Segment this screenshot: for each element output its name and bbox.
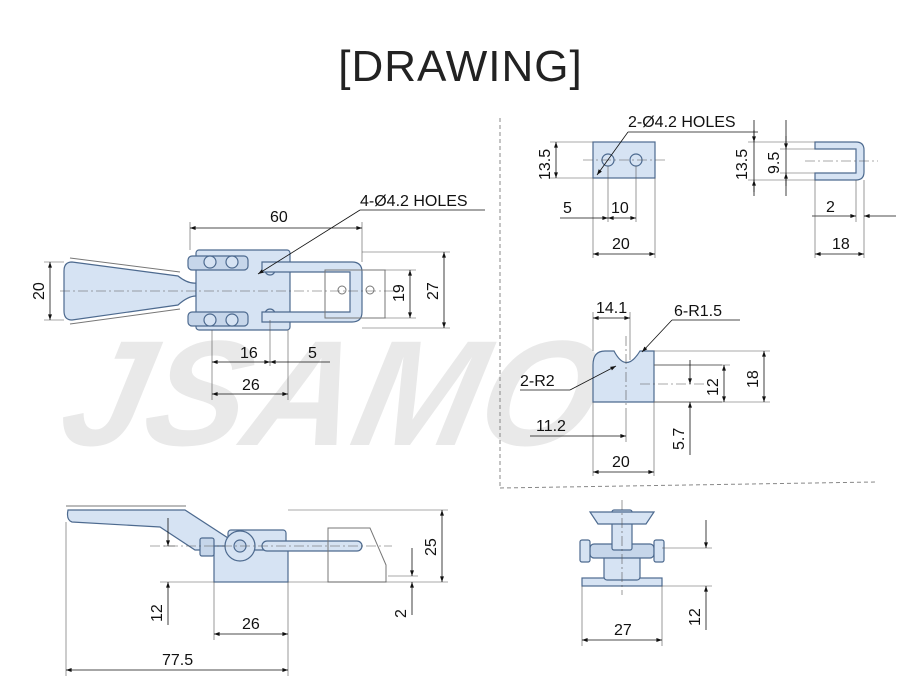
- note-6-r1-5: 6-R1.5: [674, 303, 722, 320]
- dim-2: 2: [393, 609, 410, 618]
- dim-13-5: 13.5: [734, 149, 751, 180]
- dim-26: 26: [242, 616, 260, 633]
- dim-9-5: 9.5: [766, 152, 783, 174]
- dim-77-5: 77.5: [162, 652, 193, 669]
- dim-18: 18: [832, 236, 850, 253]
- hook-view: 13.5 9.5 2 18: [734, 120, 896, 258]
- dim-20: 20: [612, 236, 630, 253]
- end-view: 12 27: [579, 500, 712, 646]
- top-catch-outline: [324, 269, 386, 319]
- side-view: 25 2 12 26 77.5: [65, 505, 448, 676]
- dim-12: 12: [705, 378, 722, 396]
- dim-19: 19: [391, 284, 408, 302]
- dim-27: 27: [614, 622, 632, 639]
- top-nut: [225, 255, 239, 269]
- dim-11-2: 11.2: [536, 418, 566, 435]
- dim-5: 5: [563, 200, 572, 217]
- dim-16: 16: [240, 345, 258, 362]
- dim-5-7: 5.7: [671, 428, 688, 450]
- end-nut-right: [653, 539, 665, 563]
- catch-side-body: [592, 350, 655, 403]
- dim-20: 20: [31, 282, 48, 300]
- side-catch-outline: [327, 527, 387, 583]
- dim-12: 12: [149, 604, 166, 622]
- dim-27: 27: [425, 282, 442, 300]
- note-2-holes: 2-Ø4.2 HOLES: [628, 114, 736, 131]
- dim-12: 12: [687, 608, 704, 626]
- drawing-title: [DRAWING]: [338, 42, 583, 91]
- top-view: 60 4-Ø4.2 HOLES 20 19 27 16 5 26: [31, 193, 485, 400]
- top-nut: [203, 255, 217, 269]
- top-nut: [203, 313, 217, 327]
- note-4-holes: 4-Ø4.2 HOLES: [360, 193, 468, 210]
- dim-25: 25: [423, 538, 440, 556]
- side-nut: [199, 537, 215, 557]
- catch-side-view: 14.1 6-R1.5 2-R2 11.2 20 12 18 5.7: [520, 300, 770, 476]
- top-handle-outline: [69, 257, 181, 325]
- top-nut: [225, 313, 239, 327]
- note-2-r2: 2-R2: [520, 373, 555, 390]
- dim-60: 60: [270, 209, 288, 226]
- dim-18: 18: [745, 370, 762, 388]
- dim-26: 26: [242, 377, 260, 394]
- dim-20: 20: [612, 454, 630, 471]
- dim-5: 5: [308, 345, 317, 362]
- watermark: JSAMO: [48, 311, 617, 478]
- top-catch-hole: [365, 285, 375, 295]
- top-pin-lower: [187, 311, 249, 327]
- dim-13-5: 13.5: [537, 149, 554, 180]
- top-hook-loop: [261, 261, 363, 323]
- separator-horizontal: [499, 481, 876, 489]
- dim-2: 2: [826, 199, 835, 216]
- top-handle: [63, 261, 197, 321]
- hook-u: [814, 141, 865, 181]
- top-pin-upper: [187, 255, 249, 271]
- dim-10: 10: [611, 200, 629, 217]
- catch-plate-view: 2-Ø4.2 HOLES 13.5 5 10 20: [537, 114, 758, 258]
- end-nut-left: [579, 539, 591, 563]
- top-catch-hole: [337, 285, 347, 295]
- dim-14-1: 14.1: [596, 300, 627, 317]
